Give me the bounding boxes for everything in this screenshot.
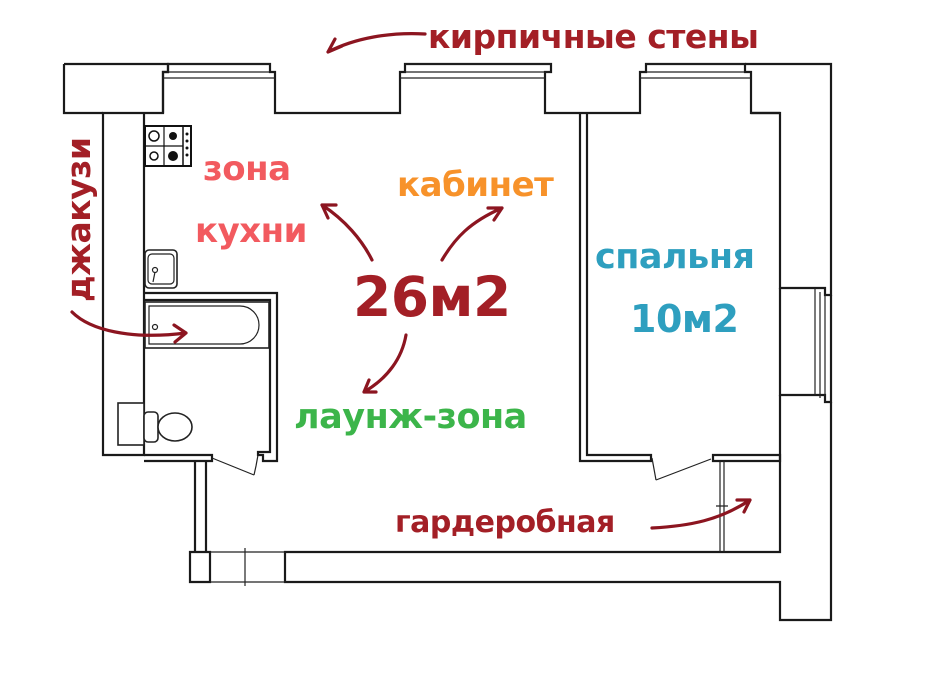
label-brick-walls: кирпичные стены: [428, 17, 759, 56]
toilet-icon: [117, 402, 193, 446]
bathroom: [117, 291, 279, 476]
label-bedroom: спальня: [595, 237, 755, 277]
arrow-office: [440, 206, 504, 262]
wall-left-outer: [62, 64, 103, 115]
window-bottom: [210, 548, 285, 586]
wardrobe-partition: [716, 461, 728, 552]
wall-right-window: [778, 288, 833, 404]
label-office: кабинет: [397, 165, 554, 205]
wall-right-lower: [283, 395, 833, 622]
bedroom-bottom-wall: [711, 453, 782, 463]
bedroom-walls: [578, 113, 782, 552]
outer-walls: [62, 62, 833, 622]
label-wardrobe: гардеробная: [395, 505, 615, 540]
bedroom-left-wall: [578, 113, 653, 463]
arrow-lounge: [362, 333, 408, 394]
bathroom-bottom-wall: [144, 453, 214, 463]
arrow-wardrobe: [650, 498, 752, 530]
label-kitchen-line1: зона: [203, 149, 291, 189]
wall-corridor-left: [193, 461, 208, 552]
arrow-kitchen: [320, 203, 374, 262]
label-bedroom-area: 10м2: [630, 297, 739, 341]
label-main-area: 26м2: [353, 265, 511, 329]
window-1: [163, 63, 275, 79]
arrow-brick-walls: [326, 32, 427, 54]
bathroom-door: [211, 454, 259, 476]
window-4: [814, 288, 826, 402]
window-2: [400, 63, 551, 79]
label-kitchen-line2: кухни: [195, 211, 307, 251]
bedroom-door: [651, 457, 712, 481]
stove-icon: [144, 125, 192, 167]
annotation-arrows: [70, 32, 752, 530]
bathroom-walls: [144, 291, 279, 463]
label-jacuzzi: джакузи: [59, 137, 98, 302]
wall-bottom-left: [188, 550, 212, 584]
window-3: [640, 63, 751, 79]
sink-icon: [144, 249, 178, 289]
bathtub-icon: [144, 301, 270, 349]
arrow-jacuzzi: [70, 310, 188, 344]
label-lounge: лаунж-зона: [294, 397, 527, 437]
wall-top: [161, 62, 780, 115]
wall-top-right: [745, 62, 833, 297]
